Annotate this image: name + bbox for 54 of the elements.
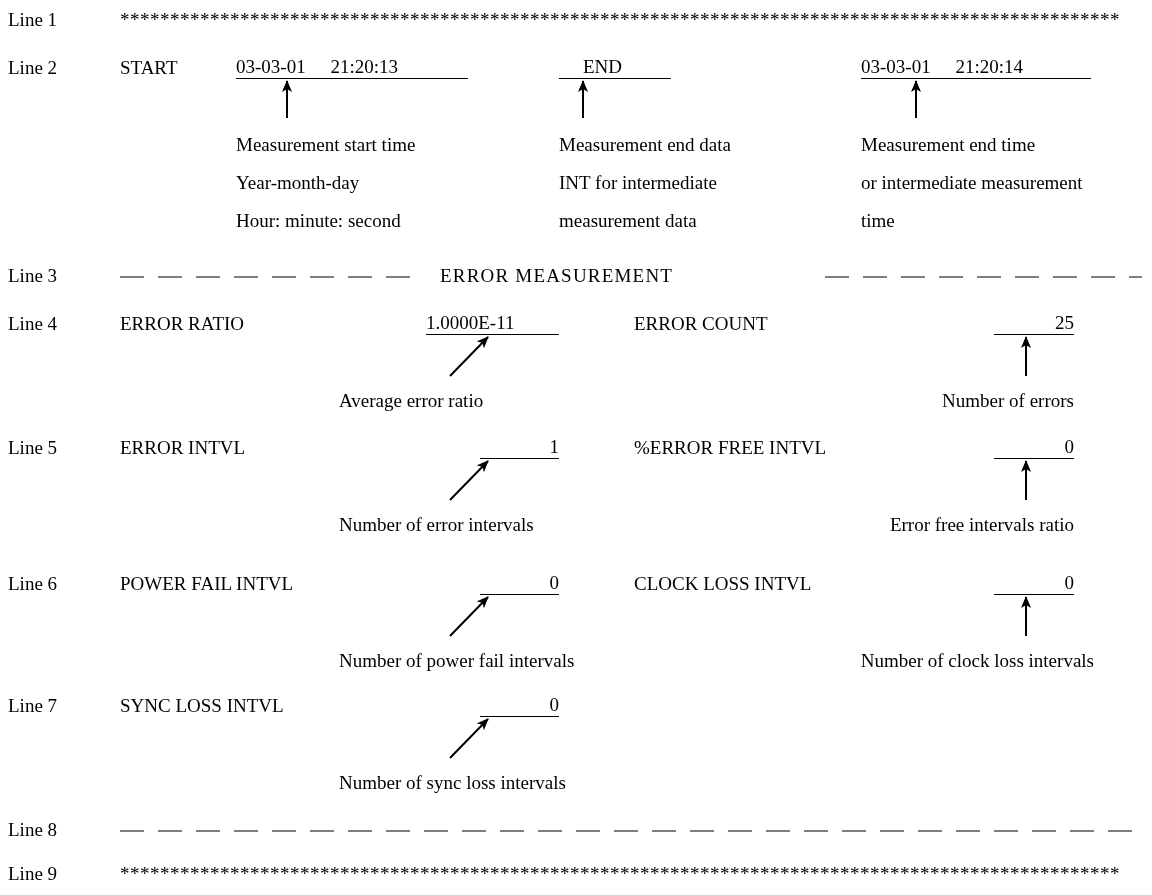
- underlined-value: 0: [480, 694, 559, 717]
- leader-arrow: [578, 80, 588, 119]
- label-text: Line 3: [8, 265, 58, 287]
- leader-arrow: [449, 460, 489, 501]
- label-text: Line 6: [8, 573, 58, 595]
- annotation-text: Measurement end data: [559, 133, 732, 157]
- underlined-value: 0: [994, 572, 1074, 595]
- leader-arrow: [1021, 460, 1031, 501]
- annotation-text: Number of error intervals: [339, 514, 534, 536]
- annotation-text: or intermediate measurement time: [861, 171, 1084, 233]
- annotation-text: INT for intermediate measurement data: [559, 171, 718, 233]
- label-text: POWER FAIL INTVL: [120, 573, 294, 595]
- leader-arrow: [1021, 336, 1031, 377]
- label-text: Line 8: [8, 819, 58, 841]
- underlined-value: 03-03-01 21:20:14: [861, 56, 1091, 79]
- underlined-value: 0: [994, 436, 1074, 459]
- label-text: ERROR COUNT: [634, 313, 768, 335]
- leader-arrow: [282, 80, 292, 119]
- label-text: START: [120, 57, 178, 79]
- underlined-value: 1: [480, 436, 559, 459]
- leader-arrow: [1021, 596, 1031, 637]
- label-text: Line 4: [8, 313, 58, 335]
- annotation-text: Error free intervals ratio: [889, 514, 1074, 536]
- underlined-value: 25: [994, 312, 1074, 335]
- leader-arrow: [449, 596, 489, 637]
- label-text: ****************************************************************************************************: [120, 9, 1120, 31]
- leader-arrow: [449, 336, 489, 377]
- underlined-value: 03-03-01 21:20:13: [236, 56, 468, 79]
- underlined-value: 0: [480, 572, 559, 595]
- annotation-text: Measurement end time: [861, 133, 1037, 157]
- leader-arrow: [449, 718, 489, 759]
- label-text: ERROR INTVL: [120, 437, 246, 459]
- label-text: Line 5: [8, 437, 58, 459]
- annotation-text: Year-month-day: [236, 171, 361, 195]
- label-text: Line 1: [8, 9, 58, 31]
- annotation-text: Number of clock loss intervals: [860, 650, 1094, 672]
- annotation-text: Number of errors: [942, 390, 1074, 412]
- label-text: Line 9: [8, 863, 58, 885]
- label-text: CLOCK LOSS INTVL: [634, 573, 812, 595]
- annotation-text: Number of sync loss intervals: [339, 772, 566, 794]
- annotation-text: Measurement start time: [236, 133, 416, 157]
- annotation-text: Average error ratio: [339, 390, 484, 412]
- annotation-text: Number of power fail intervals: [339, 650, 575, 672]
- underlined-value: 1.0000E-11: [426, 312, 559, 335]
- label-text: Line 7: [8, 695, 58, 717]
- leader-arrow: [911, 80, 921, 119]
- label-text: ERROR RATIO: [120, 313, 245, 335]
- label-text: ****************************************************************************************************: [120, 863, 1120, 885]
- label-text: Line 2: [8, 57, 58, 79]
- label-text: %ERROR FREE INTVL: [634, 437, 827, 459]
- label-text: SYNC LOSS INTVL: [120, 695, 284, 717]
- label-text: ERROR MEASUREMENT: [440, 265, 674, 287]
- underlined-value: END: [559, 56, 671, 79]
- annotation-text: Hour: minute: second: [236, 209, 402, 233]
